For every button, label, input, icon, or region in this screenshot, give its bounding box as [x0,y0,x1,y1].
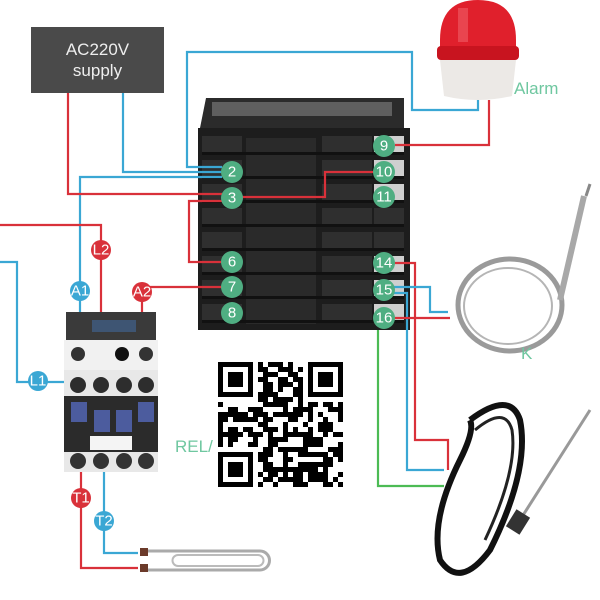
terminal-9-circle [373,135,395,157]
badge-t1-text: T1 [72,490,90,507]
k-thermocouple-label: K [521,344,533,363]
terminal-2: 2 [221,161,243,183]
terminal-9: 9 [373,135,395,157]
terminal-15-text: 15 [376,282,393,299]
terminal-3: 3 [221,187,243,209]
badge-a2: A2 [132,282,152,302]
terminal-15: 15 [373,279,395,301]
ac220v-supply-box: AC220V supply [31,27,164,93]
terminal-10-text: 10 [376,164,393,181]
terminal-3-text: 3 [228,190,236,207]
heating-element [140,548,271,572]
terminal-8: 8 [221,302,243,324]
terminal-14-circle [373,252,395,274]
badge-l2-circle [91,240,111,260]
terminal-15-circle [373,279,395,301]
terminal-9-text: 9 [380,138,388,155]
temperature-controller [198,98,410,330]
supply-line1: AC220V [65,40,130,59]
alarm-label: Alarm [514,79,559,98]
terminal-2-circle [221,161,243,183]
badge-l1-circle [28,371,48,391]
relay-label: REL/ [175,437,213,456]
badge-a1-circle [70,281,90,301]
badge-a2-text: A2 [133,284,151,301]
terminal-8-text: 8 [228,305,236,322]
terminal-11: 11 [373,186,395,208]
badge-t2-text: T2 [95,513,113,530]
terminal-6-text: 6 [228,254,236,271]
terminal-16-circle [373,307,395,329]
terminal-2-text: 2 [228,164,236,181]
badge-l1: L1 [28,371,48,391]
terminal-10-circle [373,161,395,183]
supply-line2: supply [72,61,123,80]
terminal-6: 6 [221,251,243,273]
terminal-7-text: 7 [228,279,236,296]
terminal-14-text: 14 [376,255,393,272]
terminal-16-text: 16 [376,310,393,327]
alarm-light [437,0,519,100]
terminal-10: 10 [373,161,395,183]
badge-l2: L2 [91,240,111,260]
terminal-8-circle [221,302,243,324]
badge-t2: T2 [94,511,114,531]
terminal-6-circle [221,251,243,273]
probe-sensor [434,402,592,576]
terminal-7-circle [221,276,243,298]
badge-t2-circle [94,511,114,531]
terminal-11-text: 11 [376,189,392,206]
k-thermocouple [455,183,592,354]
badge-a1-text: A1 [71,283,89,300]
qr-code [215,359,346,490]
terminal-14: 14 [373,252,395,274]
badge-t1: T1 [71,488,91,508]
contactor [64,312,158,472]
badge-a2-circle [132,282,152,302]
badge-l1-text: L1 [30,373,47,390]
terminal-3-circle [221,187,243,209]
badge-a1: A1 [70,281,90,301]
badge-t1-circle [71,488,91,508]
badge-l2-text: L2 [93,242,110,259]
terminal-11-circle [373,186,395,208]
terminal-7: 7 [221,276,243,298]
terminal-16: 16 [373,307,395,329]
